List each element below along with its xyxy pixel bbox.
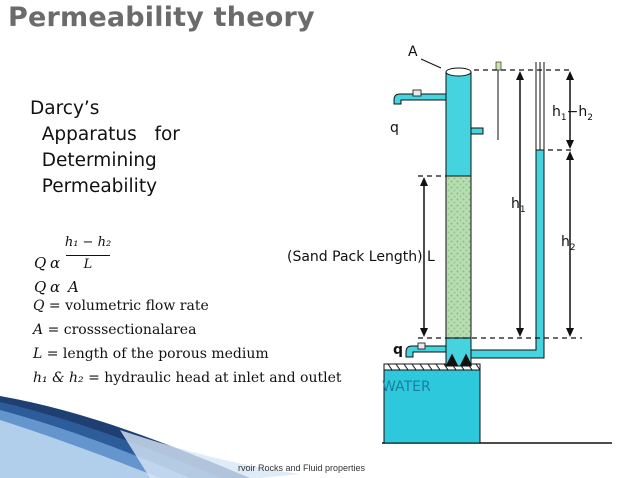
formula2-rhs-a: A — [68, 278, 79, 296]
overflow-spout — [470, 127, 484, 135]
sand-pack — [445, 175, 472, 339]
label-h1: h1 — [511, 196, 526, 215]
slide-title: Permeability theory — [8, 2, 315, 33]
label-water: WATER — [382, 379, 431, 395]
subtitle-line: Determining — [30, 150, 157, 171]
tank-lid-hatching — [387, 363, 481, 371]
label-sand-pack-length: (Sand Pack Length) L — [287, 249, 435, 265]
inlet-valve — [412, 89, 422, 97]
definition-a: A = crosssectionalarea — [33, 322, 197, 338]
fraction-bar — [66, 255, 110, 256]
label-outflow-q: q — [393, 342, 404, 358]
subtitle-block: Darcy’s Apparatus for Determining Permea… — [30, 96, 180, 200]
formula2-lhs-q: Q — [34, 278, 47, 296]
label-h1-minus-h2: h1−h2 — [552, 104, 593, 123]
label-inflow-q: q — [390, 120, 399, 136]
definition-q: Q = volumetric flow rate — [33, 298, 209, 314]
definition-l: L = length of the porous medium — [33, 346, 269, 362]
subtitle-line: Darcy’s — [30, 98, 100, 119]
inlet-pipe — [393, 93, 447, 105]
formula2-proportional: α — [50, 278, 61, 296]
fraction-denominator: L — [83, 257, 93, 272]
footer-text: rvoir Rocks and Fluid properties — [238, 463, 366, 473]
label-area-a: A — [408, 44, 418, 60]
area-pointer-line — [420, 58, 442, 69]
subtitle-line: Permeability — [30, 176, 158, 197]
label-h2: h2 — [561, 234, 576, 253]
subtitle-line: Apparatus for — [30, 124, 180, 145]
formula-proportional: α — [50, 254, 61, 272]
outlet-valve — [417, 342, 426, 350]
water-tank — [383, 367, 481, 444]
fraction-numerator: h₁ − h₂ — [64, 235, 112, 250]
definition-h: h₁ & h₂ = hydraulic head at inlet and ou… — [33, 370, 342, 386]
column-top-opening — [445, 67, 472, 77]
formula-lhs-q: Q — [34, 254, 47, 272]
outlet-pipe — [405, 345, 447, 358]
piezometer-cap — [495, 61, 502, 71]
